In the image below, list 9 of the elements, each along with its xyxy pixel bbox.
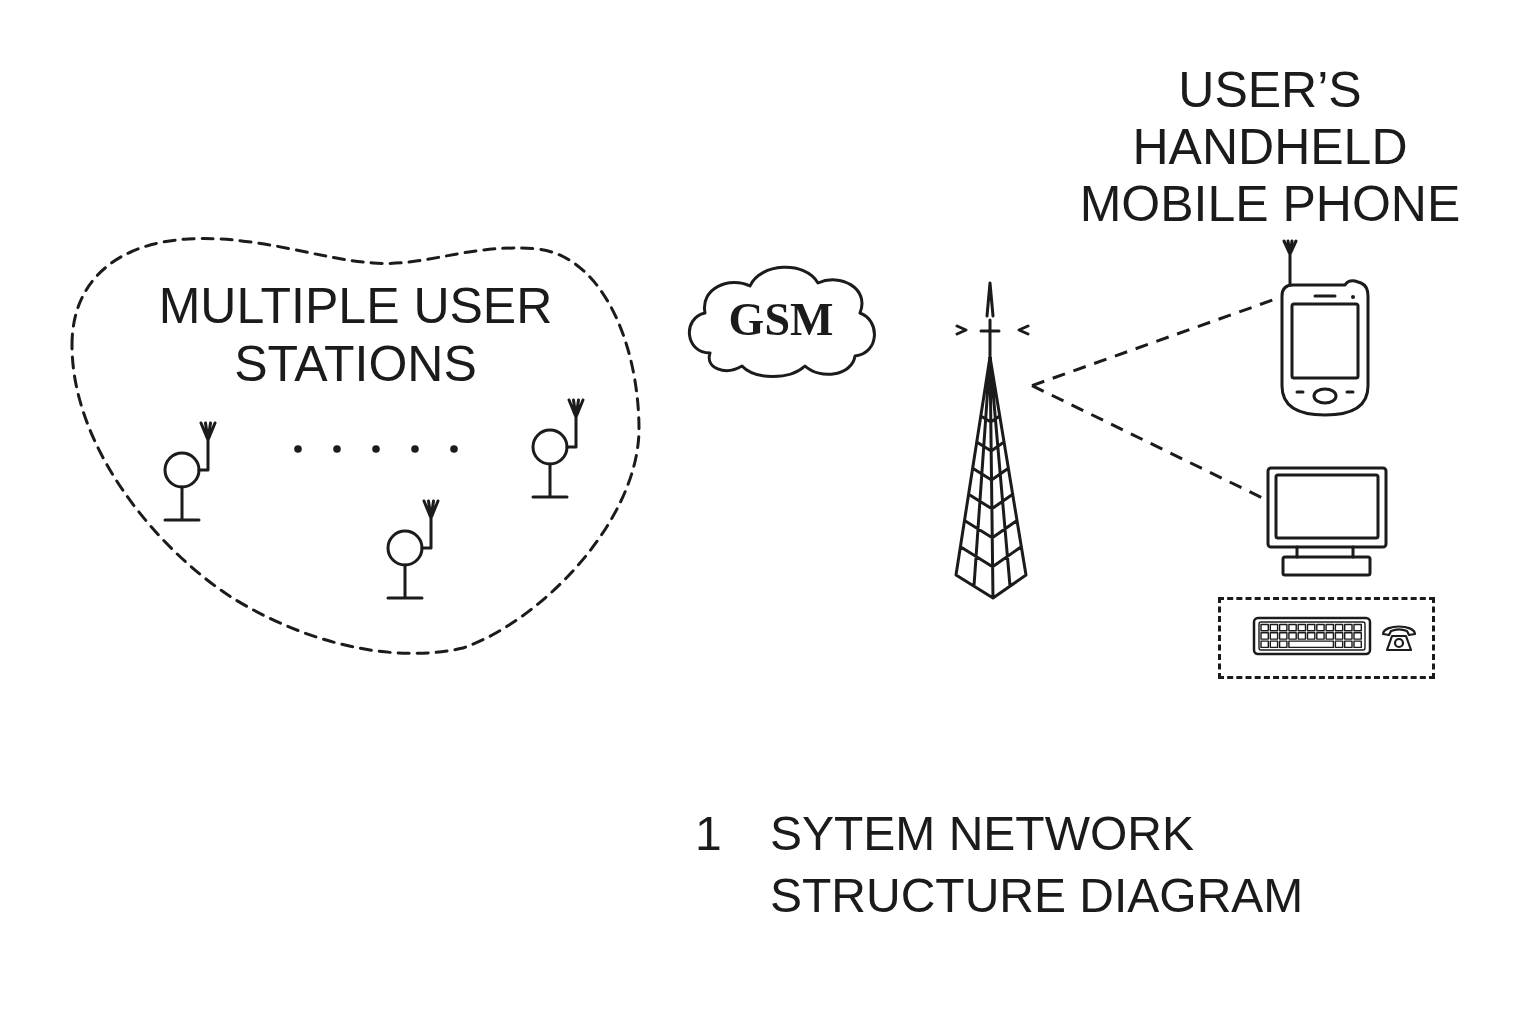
- dashed-link-line: [1031, 297, 1276, 387]
- region-label: MULTIPLE USER STATIONS: [157, 277, 554, 393]
- dashed-box: [1218, 597, 1435, 679]
- cloud-label: GSM: [728, 294, 834, 346]
- figure-number: 1: [695, 806, 722, 862]
- computer-monitor-icon: [1265, 465, 1389, 579]
- radio-tower-drawing: [953, 280, 1032, 600]
- device-label: USER’S HANDHELD MOBILE PHONE: [1078, 62, 1462, 233]
- caption-text: SYTEM NETWORK STRUCTURE DIAGRAM: [770, 806, 1305, 924]
